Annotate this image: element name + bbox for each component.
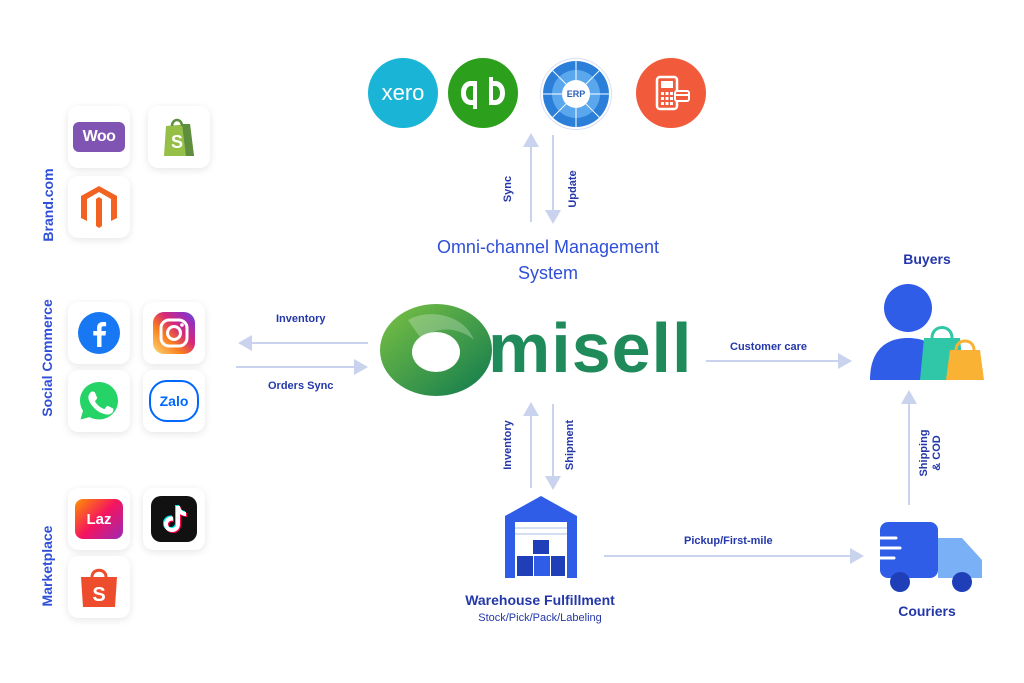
magento-icon (81, 186, 117, 228)
courier-truck-icon (868, 522, 982, 592)
warehouse-title: Warehouse Fulfillment (465, 592, 615, 608)
update-label: Update (567, 170, 579, 208)
tile-magento (68, 176, 130, 238)
instagram-icon (153, 312, 195, 354)
svg-text:S: S (171, 132, 183, 152)
warehouse-icon (505, 496, 577, 578)
customer-care-label: Customer care (730, 341, 808, 353)
erp-icon: ERP (543, 61, 609, 127)
omisell-wordmark: misell (488, 309, 693, 387)
buyers-title: Buyers (903, 251, 951, 267)
xero-text: xero (381, 80, 425, 105)
shopify-icon: S (164, 118, 194, 156)
system-title-line1: Omni-channel Management (436, 237, 660, 257)
group-label-social: Social Commerce (39, 299, 55, 417)
lazada-icon: Laz (75, 499, 123, 539)
shipping-cod-label: Shipping & COD (918, 418, 944, 488)
buyer-icon (870, 284, 984, 380)
tile-shopify: S (148, 106, 210, 168)
pickup-label: Pickup/First-mile (684, 535, 773, 547)
woocommerce-icon: Woo (73, 122, 125, 152)
inventory-down-label: Inventory (502, 420, 514, 470)
tile-woocommerce: Woo (68, 106, 130, 168)
tile-shopee: S (68, 556, 130, 618)
shipping-cod-line2: & COD (931, 435, 943, 471)
warehouse-subtitle: Stock/Pick/Pack/Labeling (478, 612, 602, 624)
tile-facebook (68, 302, 130, 364)
svg-text:ERP: ERP (567, 89, 586, 99)
shopee-icon: S (81, 568, 117, 607)
pos-terminal-icon (655, 75, 690, 111)
xero-logo: xero (368, 58, 438, 128)
facebook-icon (78, 312, 120, 354)
svg-text:S: S (92, 584, 105, 606)
system-title-line2: System (517, 263, 578, 283)
couriers-title: Couriers (898, 603, 956, 619)
inventory-left-label: Inventory (276, 313, 326, 325)
system-title: Omni-channel Management System (380, 234, 716, 286)
quickbooks-icon (461, 77, 505, 109)
quickbooks-logo (448, 58, 518, 128)
shipment-label: Shipment (564, 419, 576, 471)
group-label-brand: Brand.com (40, 168, 56, 242)
sync-label: Sync (502, 175, 514, 203)
pos-logo (636, 58, 706, 128)
tile-tiktok (143, 488, 205, 550)
tile-zalo: Zalo (143, 370, 205, 432)
tiktok-icon (151, 496, 197, 542)
erp-logo: ERP (540, 58, 612, 130)
zalo-icon: Zalo (149, 380, 199, 422)
tile-instagram (143, 302, 205, 364)
tile-lazada: Laz (68, 488, 130, 550)
orders-sync-label: Orders Sync (268, 380, 334, 392)
shipping-cod-line1: Shipping (918, 429, 930, 477)
omisell-logo-mark (380, 304, 492, 396)
group-label-marketplace: Marketplace (39, 525, 55, 607)
whatsapp-icon (80, 382, 118, 420)
tile-whatsapp (68, 370, 130, 432)
